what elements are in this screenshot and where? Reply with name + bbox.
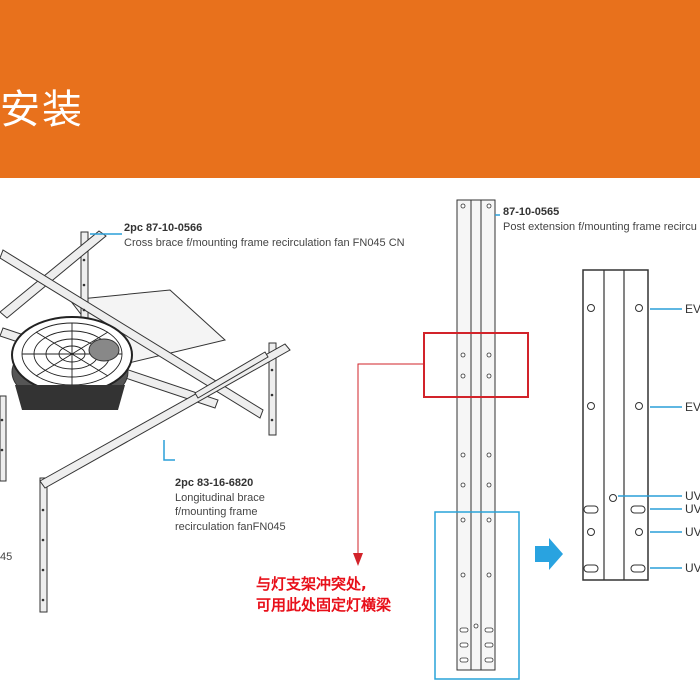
callout-ev-2: EV <box>685 400 700 414</box>
post-extension-rail <box>456 199 496 671</box>
label-post-extension-part-no: 87-10-0565 <box>503 206 559 218</box>
label-cross-brace-desc: Cross brace f/mounting frame recirculati… <box>124 237 405 249</box>
callout-ev-1: EV <box>685 302 700 316</box>
post-left-front <box>0 395 7 482</box>
installation-diagram: 2pc 87-10-0566 Cross brace f/mounting fr… <box>0 199 700 680</box>
cross-beam-right <box>194 351 269 399</box>
conflict-pointer-arrowhead <box>353 553 363 566</box>
leader-line-longitudinal-brace <box>163 440 175 461</box>
post-extension-drawing <box>456 199 496 671</box>
fan-motor <box>88 338 120 362</box>
note-line-1: 与灯支架冲突处, <box>256 575 367 593</box>
conflict-highlight-box <box>423 332 529 398</box>
post-front <box>39 477 48 613</box>
callout-uv-3: UV <box>685 525 700 539</box>
header-banner: 安装 <box>0 0 700 178</box>
cross-beam-upper <box>0 230 107 319</box>
callout-uv-1: UV <box>685 489 700 503</box>
conflict-pointer-line <box>357 363 424 556</box>
label-longitudinal-brace-desc-3: recirculation fanFN045 <box>175 521 286 533</box>
detail-highlight-box <box>434 511 520 680</box>
note-line-2: 可用此处固定灯横梁 <box>256 596 392 614</box>
page-title: 安装 <box>0 87 84 133</box>
detail-rail <box>582 269 649 581</box>
detail-arrow <box>535 538 563 570</box>
label-longitudinal-brace-desc-1: Longitudinal brace <box>175 492 265 504</box>
label-longitudinal-brace-desc-2: f/mounting frame <box>175 506 258 518</box>
beam-upper-diagonal <box>0 249 264 419</box>
label-cross-brace-part-no: 2pc 87-10-0566 <box>124 222 202 234</box>
detail-view-drawing <box>582 269 682 581</box>
label-longitudinal-brace-part-no: 2pc 83-16-6820 <box>175 477 253 489</box>
fan-mounting-frame-drawing <box>0 230 291 613</box>
label-post-extension-desc: Post extension f/mounting frame recircu <box>503 221 697 233</box>
fan-skirt <box>15 385 125 410</box>
callout-uv-2: UV <box>685 502 700 516</box>
label-left-edge-fragment: 45 <box>0 551 12 563</box>
post-right <box>268 342 277 436</box>
callout-uv-4: UV <box>685 561 700 575</box>
